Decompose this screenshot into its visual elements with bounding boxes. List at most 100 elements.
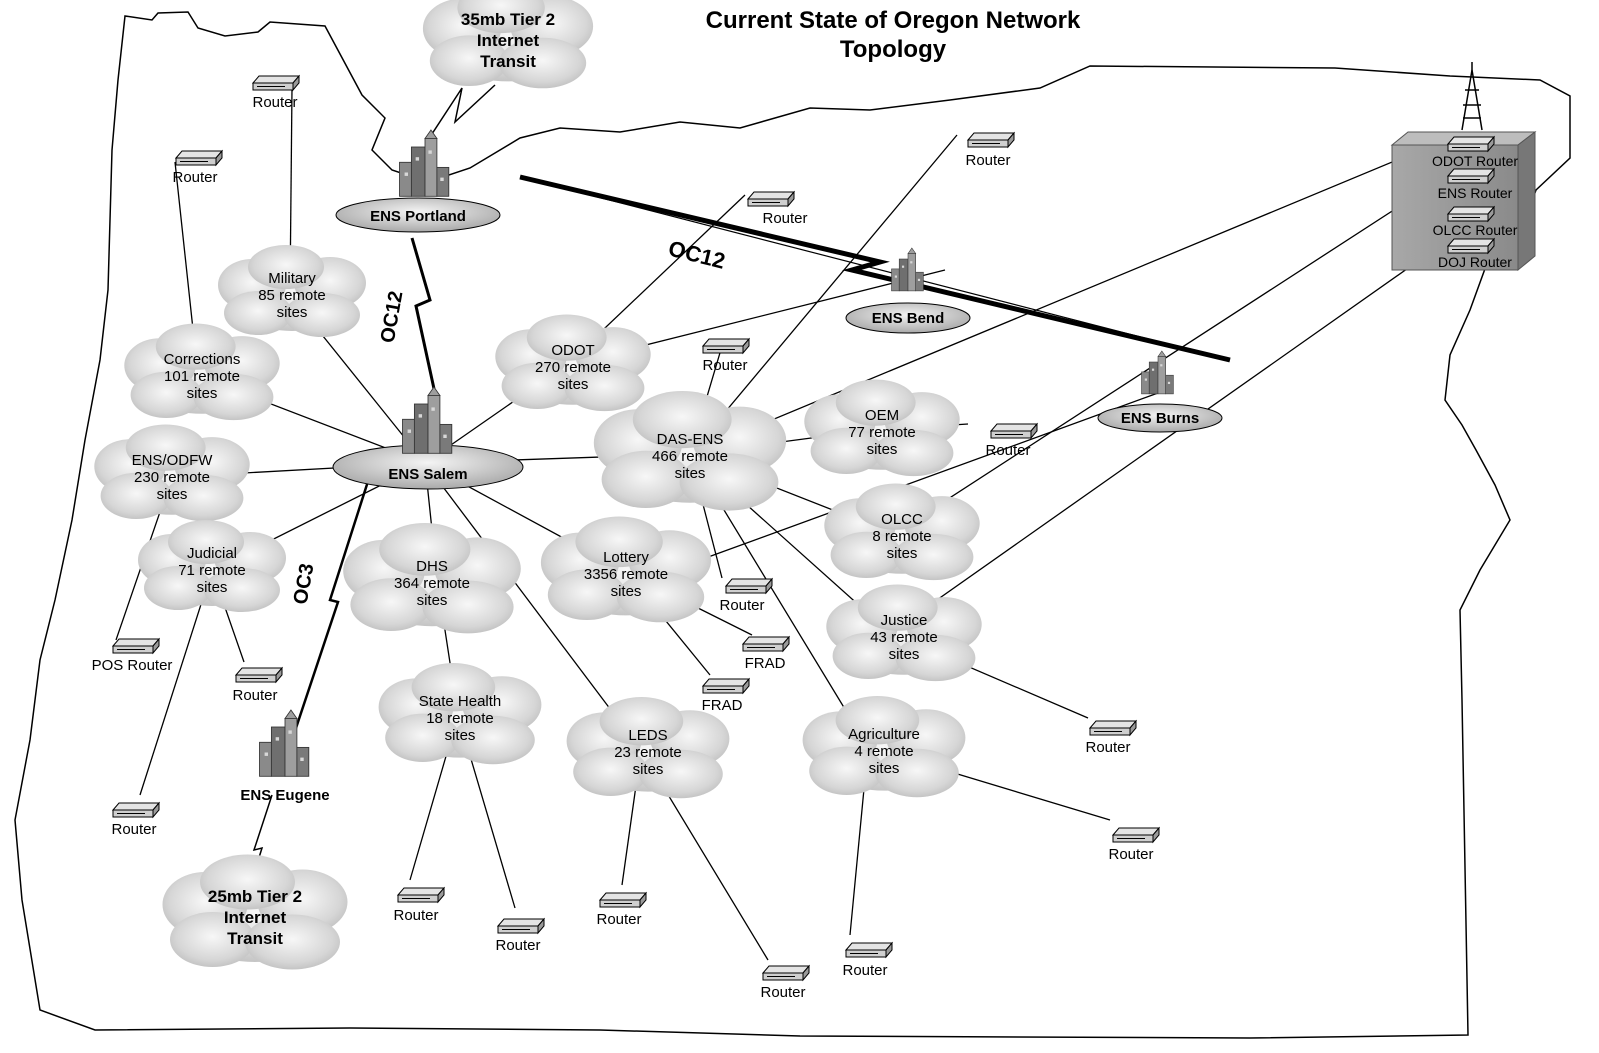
router-icon xyxy=(702,678,750,694)
router-label-r-das-top: Router xyxy=(702,357,747,374)
router-label-r-judicial: Router xyxy=(232,687,277,704)
site-label-ens-portland: ENS Portland xyxy=(370,208,466,225)
router-icon xyxy=(112,802,160,818)
router-icon xyxy=(497,918,545,934)
site-label-ens-salem: ENS Salem xyxy=(388,466,467,483)
cloud-transit-25-line-2: Internet xyxy=(224,908,287,927)
cloud-corrections-line-1: Corrections xyxy=(164,351,241,368)
router-icon xyxy=(747,191,795,207)
cloud-olcc-line-3: sites xyxy=(887,545,918,562)
rack-ens-router-icon xyxy=(1447,168,1495,184)
cloud-lottery-line-1: Lottery xyxy=(603,549,649,566)
cloud-judicial-line-1: Judicial xyxy=(187,545,237,562)
cloud-olcc-line-2: 8 remote xyxy=(872,528,931,545)
router-icon xyxy=(112,638,160,654)
router-icon xyxy=(1089,720,1137,736)
lightning-link-portland-transit xyxy=(427,84,496,141)
diagram-title-line-1: Current State of Oregon Network xyxy=(706,7,1081,34)
cloud-military-line-2: 85 remote xyxy=(258,287,326,304)
router-label-r-agri-south: Router xyxy=(842,962,887,979)
cloud-leds-line-1: LEDS xyxy=(628,727,667,744)
cloud-lottery-line-3: sites xyxy=(611,583,642,600)
cloud-state-health-line-1: State Health xyxy=(419,693,502,710)
router-label-r-corrections: Router xyxy=(172,169,217,186)
router-icon xyxy=(235,667,283,683)
cloud-corrections-line-2: 101 remote xyxy=(164,368,240,385)
cloud-lottery-line-2: 3356 remote xyxy=(584,566,668,583)
radio-tower-icon xyxy=(1461,62,1483,131)
rack-label-doj-router: DOJ Router xyxy=(1438,254,1512,270)
router-label-r-leds-2: Router xyxy=(760,984,805,1001)
cloud-odot-line-1: ODOT xyxy=(551,342,594,359)
cloud-state-health-line-2: 18 remote xyxy=(426,710,494,727)
cloud-ens-odfw-line-2: 230 remote xyxy=(134,469,210,486)
oc12-label-east: OC12 xyxy=(666,236,728,274)
rack-label-ens-router: ENS Router xyxy=(1438,185,1513,201)
cloud-judicial-line-3: sites xyxy=(197,579,228,596)
router-label-r-das-bottom: Router xyxy=(719,597,764,614)
cloud-leds-line-3: sites xyxy=(633,761,664,778)
diagram-title-line-2: Topology xyxy=(840,36,947,63)
cloud-transit-25-line-1: 25mb Tier 2 xyxy=(208,887,302,906)
rack-label-olcc-router: OLCC Router xyxy=(1433,222,1518,238)
cloud-military-line-3: sites xyxy=(277,304,308,321)
cloud-dhs-line-1: DHS xyxy=(416,558,448,575)
cloud-oem-line-2: 77 remote xyxy=(848,424,916,441)
router-label-r-military: Router xyxy=(252,94,297,111)
cloud-justice-line-1: Justice xyxy=(881,612,928,629)
cloud-state-health-line-3: sites xyxy=(445,727,476,744)
router-label-r-lottery-frad2: FRAD xyxy=(702,697,743,714)
cloud-ens-odfw-line-3: sites xyxy=(157,486,188,503)
router-label-r-oem: Router xyxy=(985,442,1030,459)
router-label-r-agri-east: Router xyxy=(1108,846,1153,863)
router-icon xyxy=(762,965,810,981)
router-label-r-pos: POS Router xyxy=(92,657,173,674)
cloud-dhs-line-2: 364 remote xyxy=(394,575,470,592)
rack-olcc-router-icon xyxy=(1447,206,1495,222)
building-icon xyxy=(399,129,450,197)
router-icon xyxy=(990,423,1038,439)
cloud-das-ens-line-2: 466 remote xyxy=(652,448,728,465)
cloud-agriculture-line-3: sites xyxy=(869,760,900,777)
router-label-r-health-2: Router xyxy=(495,937,540,954)
cloud-transit-25-line-3: Transit xyxy=(227,929,283,948)
oc12-link-portland-salem xyxy=(410,237,438,399)
router-icon xyxy=(967,132,1015,148)
cloud-justice-line-2: 43 remote xyxy=(870,629,938,646)
router-icon xyxy=(175,150,223,166)
cloud-agriculture-line-1: Agriculture xyxy=(848,726,920,743)
cloud-odot-line-2: 270 remote xyxy=(535,359,611,376)
router-icon xyxy=(845,942,893,958)
router-icon xyxy=(725,578,773,594)
router-label-r-health-1: Router xyxy=(393,907,438,924)
building-icon xyxy=(259,709,310,777)
site-ens-bend xyxy=(845,247,971,334)
router-icon xyxy=(1112,827,1160,843)
oc3-label: OC3 xyxy=(290,562,319,606)
cloud-olcc-line-1: OLCC xyxy=(881,511,923,528)
cloud-dhs-line-3: sites xyxy=(417,592,448,609)
site-ens-eugene xyxy=(259,709,310,777)
building-icon xyxy=(402,386,453,454)
building-icon xyxy=(1141,350,1174,395)
rack-label-odot-router: ODOT Router xyxy=(1432,153,1518,169)
cloud-leds-line-2: 23 remote xyxy=(614,744,682,761)
router-icon xyxy=(702,338,750,354)
site-ens-salem xyxy=(332,386,524,490)
cloud-judicial-line-2: 71 remote xyxy=(178,562,246,579)
router-icon xyxy=(252,75,300,91)
cloud-ens-odfw-line-1: ENS/ODFW xyxy=(132,452,214,469)
cloud-das-ens-line-1: DAS-ENS xyxy=(657,431,724,448)
router-label-r-odot: Router xyxy=(762,210,807,227)
cloud-transit-35-line-3: Transit xyxy=(480,52,536,71)
cloud-military-line-1: Military xyxy=(268,270,316,287)
cloud-das-ens-line-3: sites xyxy=(675,465,706,482)
site-label-ens-burns: ENS Burns xyxy=(1121,410,1199,427)
cloud-transit-35-line-2: Internet xyxy=(477,31,540,50)
oc12-label-north: OC12 xyxy=(377,289,408,344)
building-icon xyxy=(891,247,924,292)
site-ens-burns xyxy=(1097,350,1223,433)
rack-odot-router-icon xyxy=(1447,136,1495,152)
router-label-r-leds-1: Router xyxy=(596,911,641,928)
